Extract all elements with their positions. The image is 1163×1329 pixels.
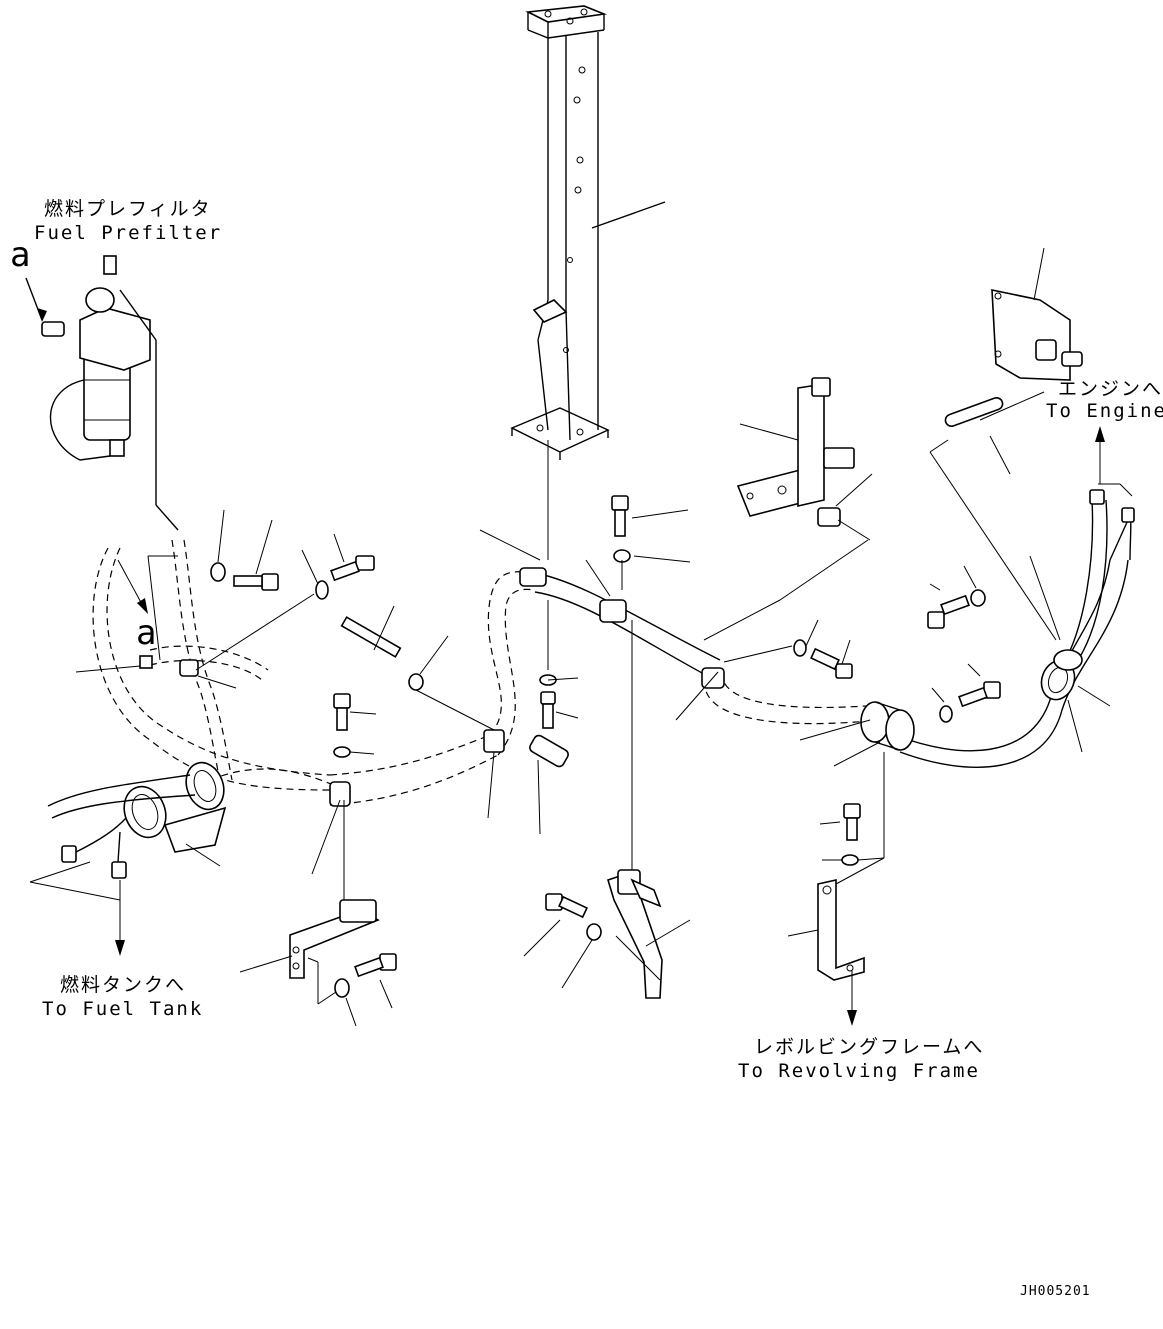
bracket-lower-center (607, 869, 663, 999)
to-engine-label-jp: エンジンへ (1058, 378, 1163, 400)
ref-a-top: a (10, 235, 31, 275)
arrow-icon (1095, 426, 1105, 442)
ref-a-bottom: a (136, 613, 157, 653)
fuel-prefilter (41, 255, 179, 531)
hose-center (529, 571, 881, 725)
arrow-icon (137, 598, 148, 614)
arrow-icon (37, 308, 47, 322)
drawing-code: JH005201 (1020, 1284, 1091, 1299)
leader-lines (29, 247, 1111, 1027)
to-revolving-frame-label-jp: レボルビングフレームへ (754, 1036, 985, 1058)
fastener-set (61, 495, 1001, 998)
grommet-left (47, 761, 227, 853)
to-revolving-frame-label-en: To Revolving Frame (738, 1060, 980, 1082)
to-fuel-tank-label-en: To Fuel Tank (42, 998, 204, 1020)
bracket-lower-right (817, 879, 865, 981)
arrow-icon (115, 940, 125, 956)
grommet-right (1040, 649, 1083, 701)
hose-right (894, 483, 1135, 768)
arrow-icon (847, 1010, 857, 1026)
to-fuel-tank-label-jp: 燃料タンクへ (60, 974, 187, 996)
to-engine-label-en: To Engine (1046, 400, 1163, 422)
bracket-lower-left (289, 899, 380, 979)
bracket-upper-right (944, 289, 1083, 428)
grommet-center (860, 701, 915, 751)
bracket-center-right (736, 377, 855, 527)
column-stand (510, 5, 666, 460)
fuel-prefilter-label-en: Fuel Prefilter (34, 222, 223, 244)
fuel-prefilter-label-jp: 燃料プレフィルタ (44, 198, 212, 220)
hose-left-assembly (92, 539, 536, 806)
clamp-set (139, 567, 725, 807)
